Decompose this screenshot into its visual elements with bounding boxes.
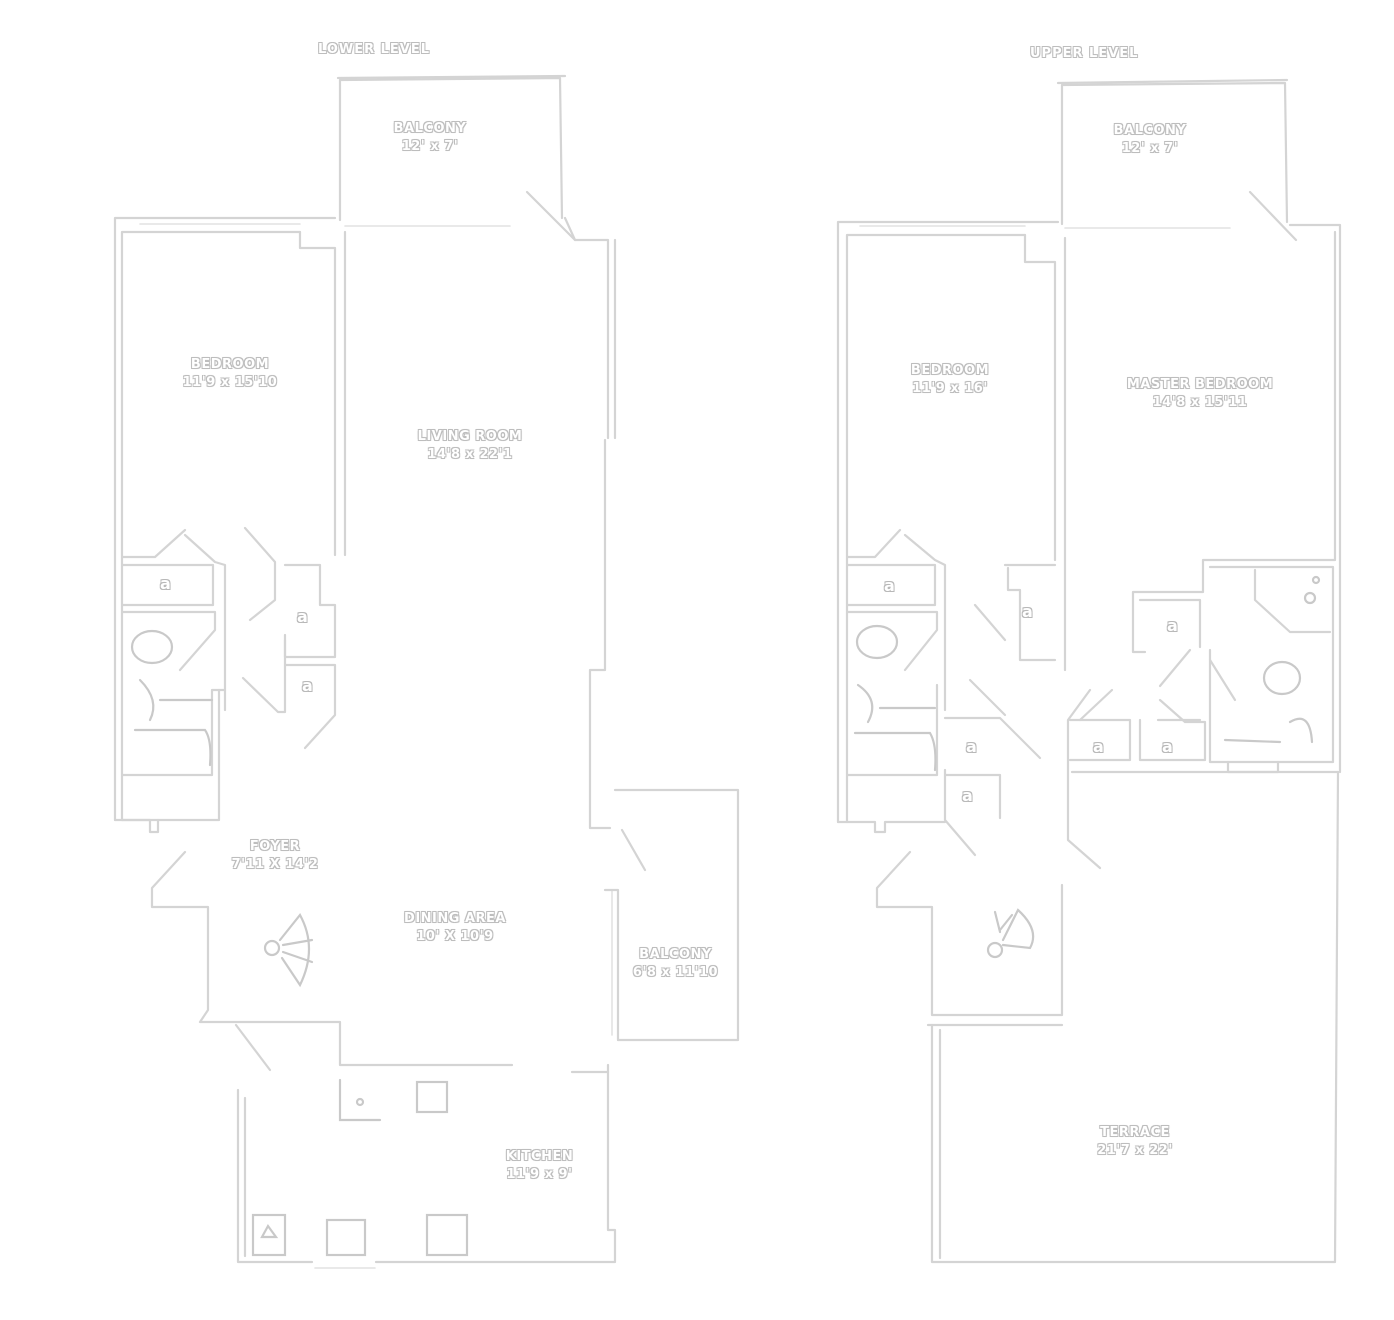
terrace-label: TERRACE 21'7 x 22'	[1080, 1124, 1190, 1160]
dining-area-label: DINING AREA 10' X 10'9	[390, 910, 520, 946]
room-dimensions: 11'9 x 15'10	[182, 375, 278, 390]
kitchen-label: KITCHEN 11'9 x 9'	[492, 1148, 587, 1184]
room-name: FOYER	[249, 839, 301, 854]
lower-balcony-side-label: BALCONY 6'8 x 11'10	[628, 946, 723, 982]
upper-level-walls	[836, 78, 1342, 1264]
room-name: BALCONY	[393, 121, 467, 136]
room-name: LIVING ROOM	[417, 429, 523, 444]
closet-mark: a	[302, 676, 313, 695]
upper-balcony-top-label: BALCONY 12' x 7'	[1100, 122, 1200, 158]
room-dimensions: 7'11 X 14'2	[231, 857, 319, 872]
lower-level-title: LOWER LEVEL	[318, 42, 431, 57]
closet-mark: a	[1022, 602, 1033, 621]
closet-mark: a	[160, 574, 171, 593]
room-dimensions: 14'8 x 15'11	[1152, 395, 1248, 410]
lower-balcony-top-label: BALCONY 12' x 7'	[380, 120, 480, 156]
room-name: BALCONY	[1113, 123, 1187, 138]
closet-mark: a	[1093, 737, 1104, 756]
closet-mark: a	[1162, 737, 1173, 756]
room-dimensions: 12' x 7'	[401, 139, 459, 154]
room-name: MASTER BEDROOM	[1126, 377, 1274, 392]
room-name: BEDROOM	[190, 357, 270, 372]
closet-mark: a	[884, 576, 895, 595]
room-name: TERRACE	[1100, 1125, 1170, 1140]
upper-level-title: UPPER LEVEL	[1030, 46, 1139, 61]
room-dimensions: 11'9 x 16'	[912, 381, 988, 396]
room-name: KITCHEN	[505, 1149, 574, 1164]
lower-level-walls	[113, 74, 740, 1269]
closet-mark: a	[297, 607, 308, 626]
living-room-label: LIVING ROOM 14'8 x 22'1	[400, 428, 540, 464]
room-name: DINING AREA	[404, 911, 506, 926]
closet-mark: a	[962, 786, 973, 805]
room-name: BEDROOM	[910, 363, 990, 378]
room-dimensions: 11'9 x 9'	[506, 1167, 573, 1182]
closet-mark: a	[966, 737, 977, 756]
lower-bedroom-label: BEDROOM 11'9 x 15'10	[170, 356, 290, 392]
room-dimensions: 6'8 x 11'10	[632, 965, 719, 980]
room-dimensions: 10' X 10'9	[416, 929, 494, 944]
master-bedroom-label: MASTER BEDROOM 14'8 x 15'11	[1110, 376, 1290, 412]
room-dimensions: 14'8 x 22'1	[427, 447, 513, 462]
closet-mark: a	[1167, 616, 1178, 635]
room-dimensions: 12' x 7'	[1121, 141, 1179, 156]
foyer-label: FOYER 7'11 X 14'2	[220, 838, 330, 874]
upper-bedroom-label: BEDROOM 11'9 x 16'	[895, 362, 1005, 398]
room-name: BALCONY	[639, 947, 712, 962]
room-dimensions: 21'7 x 22'	[1097, 1143, 1173, 1158]
